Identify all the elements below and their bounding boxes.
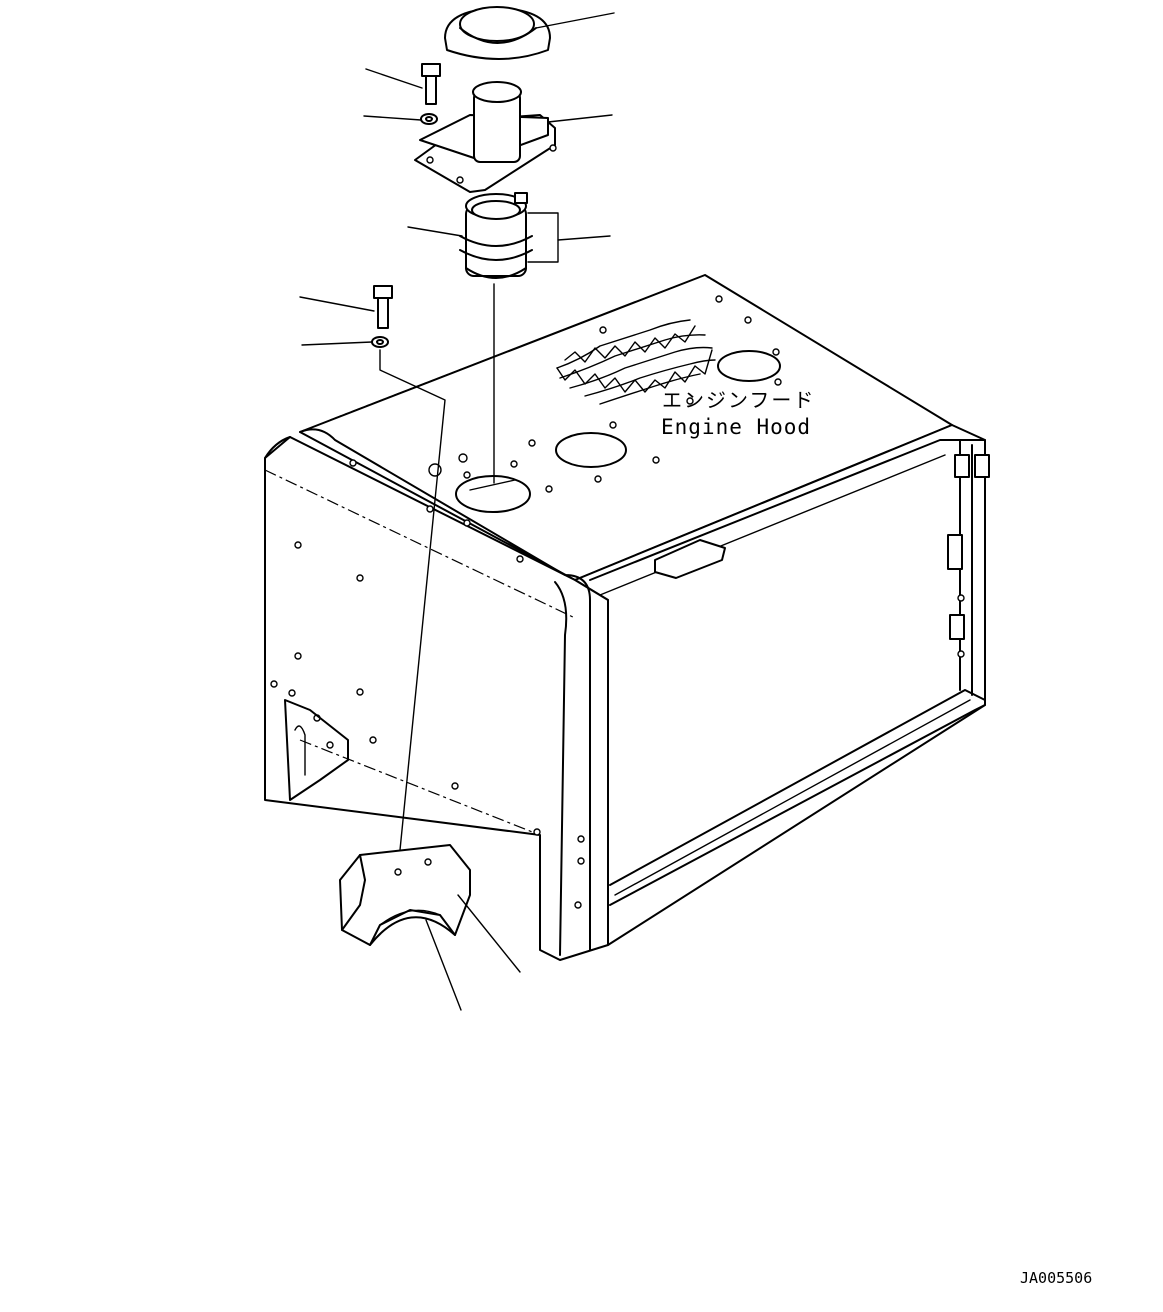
hood-label-japanese: エンジンフード xyxy=(662,388,815,412)
bolt-lower xyxy=(373,285,393,329)
leader-lines xyxy=(299,12,615,1011)
drawing-code: JA005506 xyxy=(1020,1269,1092,1287)
exhaust-pipe-bracket xyxy=(414,81,557,193)
washer-lower xyxy=(371,336,446,871)
exhaust-adapter-with-clamps xyxy=(459,192,533,484)
washer-upper xyxy=(420,113,438,125)
hood-label-english: Engine Hood xyxy=(661,415,811,439)
hood-cover-bracket xyxy=(339,844,471,946)
engine-hood xyxy=(264,274,990,961)
exhaust-rain-cap xyxy=(444,6,551,60)
bolt-upper xyxy=(421,63,441,105)
vent-grill xyxy=(556,319,716,405)
